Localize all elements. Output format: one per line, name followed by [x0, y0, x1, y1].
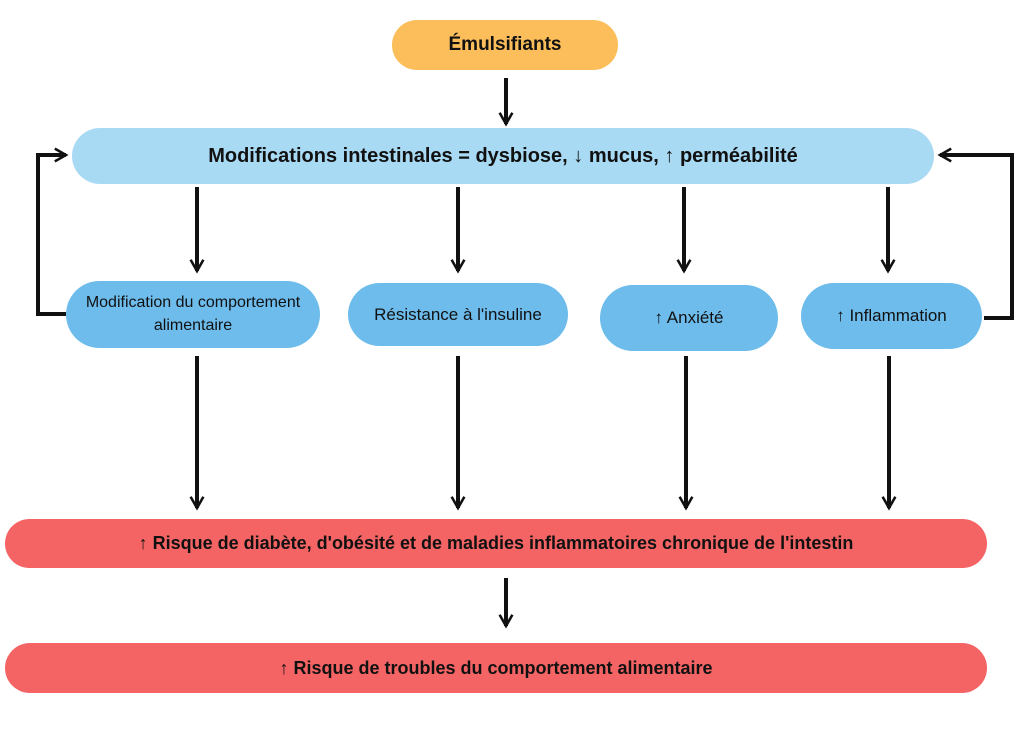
eating-behavior-node: Modification du comportement alimentaire	[66, 281, 320, 348]
feedback-arrow-right	[937, 147, 1014, 320]
anxiety-node: ↑ Anxiété	[600, 285, 778, 351]
emulsifiers-node: Émulsifiants	[392, 20, 618, 70]
eating-disorder-risk-node: ↑ Risque de troubles du comportement ali…	[5, 643, 987, 693]
chronic-disease-risk-node: ↑ Risque de diabète, d'obésité et de mal…	[5, 519, 987, 568]
feedback-arrow-left	[36, 147, 69, 316]
inflammation-node: ↑ Inflammation	[801, 283, 982, 349]
insulin-resistance-node: Résistance à l'insuline	[348, 283, 568, 346]
intestinal-changes-node: Modifications intestinales = dysbiose, ↓…	[72, 128, 934, 184]
